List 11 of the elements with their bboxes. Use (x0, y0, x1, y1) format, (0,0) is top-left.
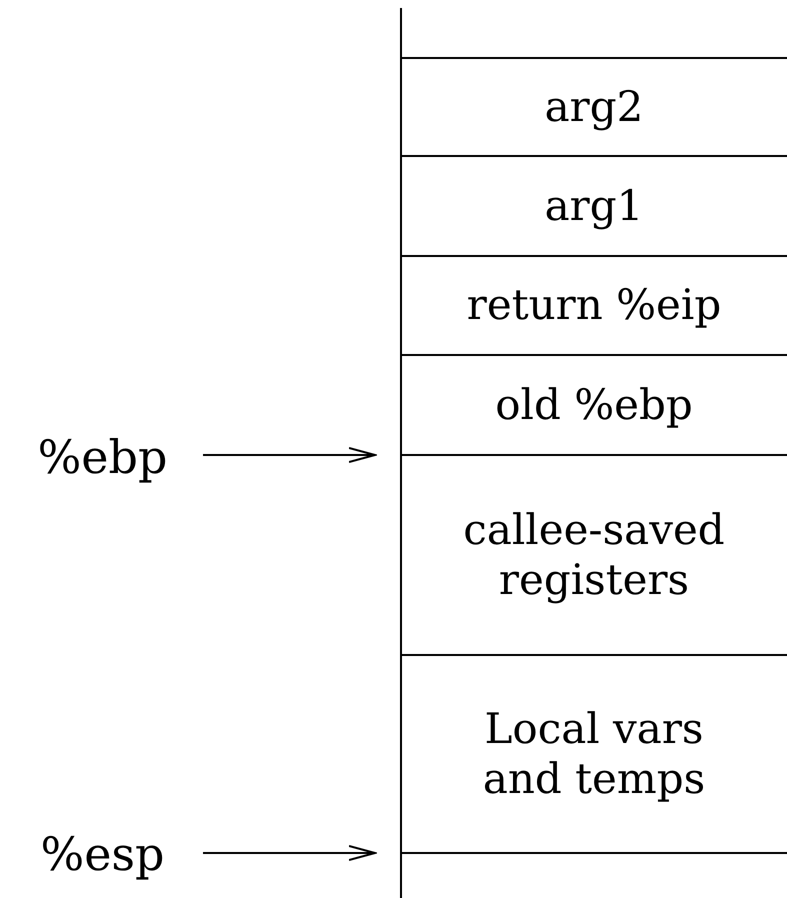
stack-slot (401, 57, 787, 157)
stack-slot-label: return %eip (466, 280, 722, 331)
stack-slot-label: old %ebp (495, 380, 693, 430)
stack-slot-label: arg2 (544, 82, 644, 132)
stack-slot-label: Local vars and temps (482, 704, 706, 804)
pointer-arrow (203, 447, 376, 463)
register-label: %ebp (38, 430, 168, 486)
register-label: %esp (40, 827, 164, 883)
stack-slot-label: callee-saved registers (462, 504, 726, 606)
stack-slot-label: arg1 (544, 180, 644, 232)
pointer-arrow (203, 845, 376, 861)
